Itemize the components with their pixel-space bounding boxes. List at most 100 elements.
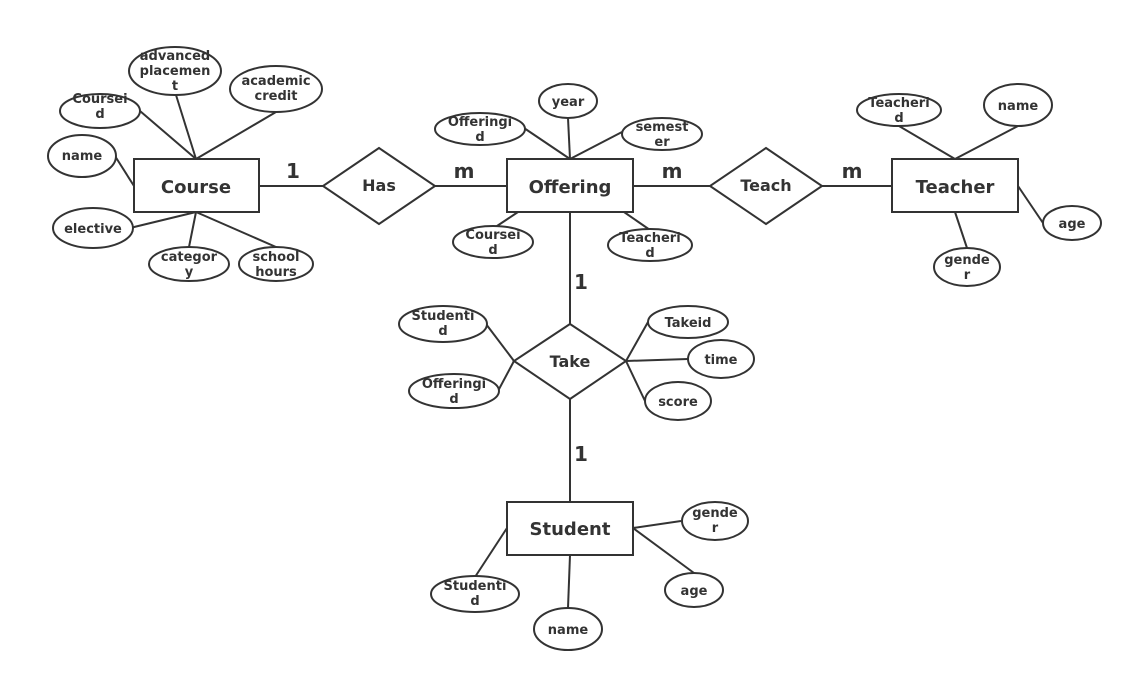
attribute-line: d [449, 392, 458, 407]
entity-course: Course [133, 158, 260, 213]
attribute-line: Offeringi [448, 115, 512, 130]
attribute-line: d [645, 246, 654, 261]
attr-course-elective-label: elective [64, 222, 122, 237]
attribute-line: gende [944, 253, 990, 268]
entity-student: Student [506, 501, 634, 556]
entity-teacher: Teacher [891, 158, 1019, 213]
attr-take-time-label: time [704, 353, 737, 368]
attr-student-age-label: age [681, 584, 708, 599]
attribute-line: academic [241, 74, 310, 89]
attribute-line: hours [255, 265, 297, 280]
attribute-line: y [185, 265, 194, 280]
attr-take-score-label: score [658, 395, 698, 410]
attribute-line: name [998, 99, 1039, 114]
attribute-line: semest [636, 120, 689, 135]
attribute-line: Offeringi [422, 377, 486, 392]
attr-teacher-name-label: name [998, 99, 1039, 114]
attribute-line: t [172, 79, 178, 94]
attribute-line: name [62, 149, 103, 164]
attribute-line: Coursei [465, 228, 520, 243]
attribute-line: elective [64, 222, 122, 237]
entity-course-label: Course [161, 177, 231, 198]
cardinality-take-student: 1 [574, 442, 588, 466]
relationship-teach-label: Teach [740, 176, 791, 195]
attr-teacher-name: name [983, 83, 1053, 127]
entity-teacher-label: Teacher [916, 177, 995, 198]
attr-take-time: time [687, 339, 755, 379]
attribute-line: d [470, 594, 479, 609]
attribute-line: Teacheri [619, 231, 680, 246]
attr-student-age: age [664, 572, 724, 608]
attribute-line: school [252, 250, 299, 265]
attr-course-elective: elective [52, 207, 134, 249]
attribute-line: time [704, 353, 737, 368]
attribute-line: r [964, 268, 971, 283]
attr-student-name: name [533, 607, 603, 651]
attribute-line: advanced [140, 49, 210, 64]
cardinality-course-has: 1 [286, 159, 300, 183]
relationship-take: Take [512, 322, 628, 401]
attr-offering-year: year [538, 83, 598, 119]
attribute-line: d [438, 324, 447, 339]
entity-student-label: Student [530, 519, 611, 540]
attribute-line: Coursei [72, 92, 127, 107]
cardinality-labels: 1 m m m 1 1 [286, 159, 862, 466]
attribute-line: d [475, 130, 484, 145]
attribute-line: name [548, 623, 589, 638]
attribute-line: placemen [140, 64, 211, 79]
attr-course-name-label: name [62, 149, 103, 164]
attr-course-name: name [47, 134, 117, 178]
attribute-line: credit [255, 89, 298, 104]
attribute-line: age [681, 584, 708, 599]
attribute-line: Teacheri [868, 96, 929, 111]
relationship-teach: Teach [708, 146, 824, 226]
attribute-line: age [1059, 217, 1086, 232]
attr-teacher-age-label: age [1059, 217, 1086, 232]
cardinality-offering-take: 1 [574, 270, 588, 294]
attr-teacher-age: age [1042, 205, 1102, 241]
entity-offering-label: Offering [529, 177, 612, 198]
attr-student-name-label: name [548, 623, 589, 638]
cardinality-teach-teacher: m [842, 159, 863, 183]
attr-take-takeid-label: Takeid [665, 316, 712, 331]
attribute-line: er [654, 135, 670, 150]
attribute-line: d [894, 111, 903, 126]
attr-take-score: score [644, 381, 712, 421]
cardinality-has-offering: m [454, 159, 475, 183]
attribute-line: Studenti [412, 309, 475, 324]
attr-offering-year-label: year [552, 95, 585, 110]
attribute-line: score [658, 395, 698, 410]
connector-lines [114, 94, 1044, 609]
attribute-line: r [712, 521, 719, 536]
